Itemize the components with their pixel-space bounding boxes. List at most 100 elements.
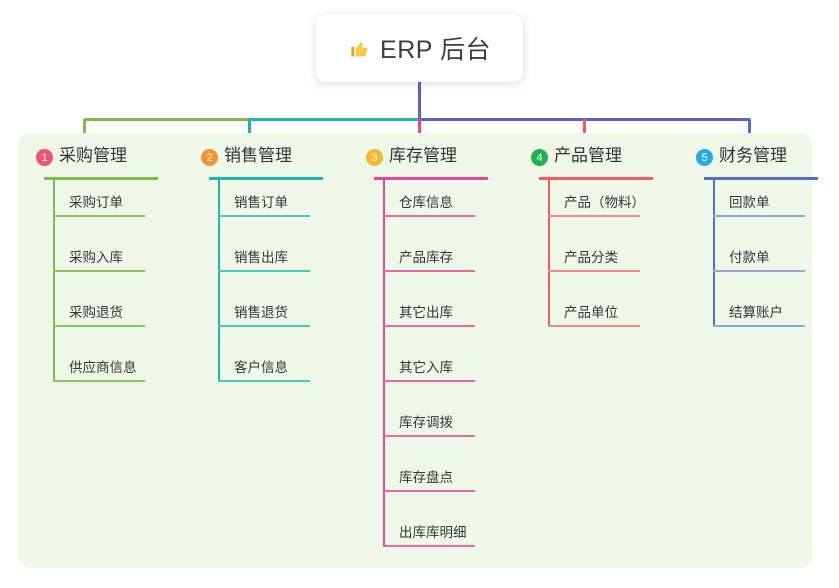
leaf-item-label: 销售订单 <box>234 195 288 210</box>
branch-header-underline <box>44 177 158 180</box>
branch-title: 财务管理 <box>719 146 787 165</box>
thumbs-up-icon <box>348 37 371 60</box>
leaf-item-label: 采购入库 <box>69 250 123 265</box>
branch-spine <box>53 180 55 381</box>
leaf-item[interactable]: 销售订单 <box>201 180 351 235</box>
leaf-item-label: 出库库明细 <box>399 525 467 540</box>
leaf-item[interactable]: 产品（物料） <box>531 180 681 235</box>
leaf-item[interactable]: 采购订单 <box>36 180 186 235</box>
branch-spine <box>383 180 385 546</box>
leaf-item-label: 产品单位 <box>564 305 618 320</box>
leaf-item[interactable]: 出库库明细 <box>366 510 516 565</box>
leaf-item-label: 采购退货 <box>69 305 123 320</box>
branch-item-list: 采购订单采购入库采购退货供应商信息 <box>36 180 186 400</box>
leaf-item-underline <box>383 435 475 437</box>
leaf-item[interactable]: 库存盘点 <box>366 455 516 510</box>
branch-item-list: 销售订单销售出库销售退货客户信息 <box>201 180 351 400</box>
root-node-card[interactable]: ERP 后台 <box>316 14 523 82</box>
branch-spine <box>548 180 550 326</box>
branch-header-3[interactable]: 3 库存管理 <box>366 146 516 180</box>
branch-header-underline <box>704 177 818 180</box>
branch-column-1: 1 采购管理采购订单采购入库采购退货供应商信息 <box>36 146 186 400</box>
branch-number-badge: 2 <box>201 149 218 166</box>
leaf-item-underline <box>383 215 475 217</box>
leaf-item[interactable]: 销售出库 <box>201 235 351 290</box>
branch-spine <box>713 180 715 326</box>
branch-title: 产品管理 <box>554 146 622 165</box>
leaf-item-label: 回款单 <box>729 195 770 210</box>
leaf-item-underline <box>383 545 475 547</box>
leaf-item-label: 产品（物料） <box>564 195 645 210</box>
branch-title: 库存管理 <box>389 146 457 165</box>
leaf-item-underline <box>218 215 310 217</box>
branch-column-5: 5 财务管理回款单付款单结算账户 <box>696 146 839 345</box>
branch-item-list: 仓库信息产品库存其它出库其它入库库存调拨库存盘点出库库明细 <box>366 180 516 565</box>
leaf-item[interactable]: 销售退货 <box>201 290 351 345</box>
leaf-item-underline <box>383 325 475 327</box>
leaf-item-underline <box>383 490 475 492</box>
leaf-item[interactable]: 其它出库 <box>366 290 516 345</box>
leaf-item[interactable]: 仓库信息 <box>366 180 516 235</box>
leaf-item[interactable]: 采购退货 <box>36 290 186 345</box>
branch-number-badge: 3 <box>366 149 383 166</box>
leaf-item[interactable]: 其它入库 <box>366 345 516 400</box>
diagram-panel <box>18 133 812 568</box>
branch-column-3: 3 库存管理仓库信息产品库存其它出库其它入库库存调拨库存盘点出库库明细 <box>366 146 516 565</box>
root-node-title: ERP 后台 <box>380 36 491 64</box>
leaf-item[interactable]: 产品单位 <box>531 290 681 345</box>
branch-header-underline <box>209 177 323 180</box>
branch-number-badge: 1 <box>36 149 53 166</box>
leaf-item-underline <box>548 215 640 217</box>
leaf-item-underline <box>53 270 145 272</box>
leaf-item[interactable]: 付款单 <box>696 235 839 290</box>
branch-header-underline <box>539 177 653 180</box>
leaf-item[interactable]: 供应商信息 <box>36 345 186 400</box>
leaf-item[interactable]: 采购入库 <box>36 235 186 290</box>
branch-item-list: 产品（物料） 产品分类产品单位 <box>531 180 681 345</box>
branch-item-list: 回款单付款单结算账户 <box>696 180 839 345</box>
branch-column-4: 4 产品管理产品（物料） 产品分类产品单位 <box>531 146 681 345</box>
leaf-item-underline <box>713 215 805 217</box>
branch-number-badge: 4 <box>531 149 548 166</box>
branch-number-badge: 5 <box>696 149 713 166</box>
branch-header-2[interactable]: 2 销售管理 <box>201 146 351 180</box>
leaf-item-underline <box>548 325 640 327</box>
leaf-item-underline <box>218 325 310 327</box>
branch-header-4[interactable]: 4 产品管理 <box>531 146 681 180</box>
leaf-item[interactable]: 产品库存 <box>366 235 516 290</box>
branch-header-1[interactable]: 1 采购管理 <box>36 146 186 180</box>
leaf-item[interactable]: 库存调拨 <box>366 400 516 455</box>
leaf-item-underline <box>53 325 145 327</box>
leaf-item[interactable]: 结算账户 <box>696 290 839 345</box>
leaf-item-label: 库存盘点 <box>399 470 453 485</box>
leaf-item-label: 客户信息 <box>234 360 288 375</box>
leaf-item-underline <box>383 380 475 382</box>
leaf-item-underline <box>218 270 310 272</box>
leaf-item-underline <box>53 215 145 217</box>
leaf-item-underline <box>713 325 805 327</box>
leaf-item-label: 销售退货 <box>234 305 288 320</box>
leaf-item-label: 销售出库 <box>234 250 288 265</box>
leaf-item-underline <box>548 270 640 272</box>
leaf-item-underline <box>53 380 145 382</box>
leaf-item-underline <box>383 270 475 272</box>
branch-header-5[interactable]: 5 财务管理 <box>696 146 839 180</box>
leaf-item-label: 其它入库 <box>399 360 453 375</box>
branch-spine <box>218 180 220 381</box>
leaf-item-label: 产品库存 <box>399 250 453 265</box>
leaf-item-label: 采购订单 <box>69 195 123 210</box>
leaf-item[interactable]: 回款单 <box>696 180 839 235</box>
leaf-item-label: 结算账户 <box>729 305 783 320</box>
leaf-item-underline <box>218 380 310 382</box>
branch-column-2: 2 销售管理销售订单销售出库销售退货客户信息 <box>201 146 351 400</box>
branch-title: 采购管理 <box>59 146 127 165</box>
leaf-item-label: 其它出库 <box>399 305 453 320</box>
leaf-item-label: 仓库信息 <box>399 195 453 210</box>
branch-header-underline <box>374 177 488 180</box>
leaf-item-label: 付款单 <box>729 250 770 265</box>
branch-title: 销售管理 <box>224 146 292 165</box>
leaf-item[interactable]: 产品分类 <box>531 235 681 290</box>
leaf-item[interactable]: 客户信息 <box>201 345 351 400</box>
